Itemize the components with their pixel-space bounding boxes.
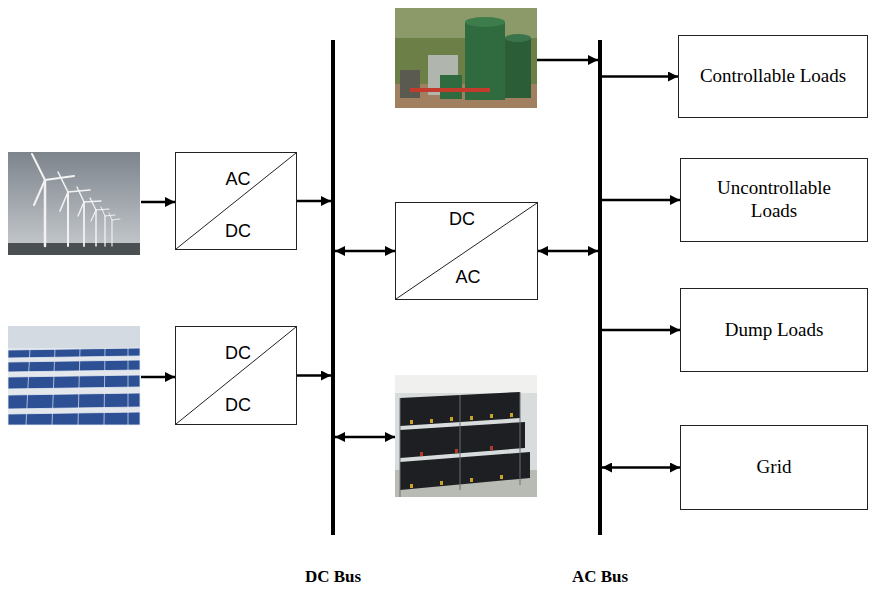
converter-label: DC <box>225 343 251 364</box>
power-flow-arrow <box>602 199 680 202</box>
converter-label: DC <box>225 395 251 416</box>
power-flow-arrow <box>538 250 598 253</box>
solar-arrow <box>141 376 175 379</box>
load-box: Dump Loads <box>680 288 868 372</box>
converter-label: AC <box>455 267 480 288</box>
biogas-arrow <box>537 59 598 62</box>
bus-bar: AC Bus <box>598 40 602 535</box>
converter-box: DC DC <box>175 326 297 425</box>
battery-arrow <box>335 436 395 439</box>
box-label: Uncontrollable Loads <box>704 177 844 223</box>
converter-box: DC AC <box>395 202 538 300</box>
converter-label: DC <box>449 209 475 230</box>
power-flow-arrow <box>602 75 678 78</box>
wind-arrow <box>141 201 175 204</box>
box-label: Grid <box>757 456 792 479</box>
power-flow-arrow <box>602 466 680 469</box>
power-flow-arrow <box>602 329 680 332</box>
box-label: Dump Loads <box>725 319 824 342</box>
biogas-plant-photo <box>395 8 537 108</box>
converter-box: AC DC <box>175 152 297 250</box>
bus-label: AC Bus <box>572 567 628 587</box>
bus-label: DC Bus <box>305 567 361 587</box>
power-flow-arrow <box>297 200 331 203</box>
battery-bank-photo <box>395 375 537 497</box>
power-flow-arrow <box>335 250 395 253</box>
load-box: Uncontrollable Loads <box>680 158 868 242</box>
bus-bar: DC Bus <box>331 40 335 535</box>
load-box: Grid <box>680 425 868 510</box>
wind-turbine-photo <box>8 152 140 255</box>
power-flow-arrow <box>297 374 331 377</box>
box-label: Controllable Loads <box>700 65 846 88</box>
load-box: Controllable Loads <box>678 35 868 118</box>
solar-panel-photo <box>8 326 140 425</box>
converter-label: DC <box>225 221 251 242</box>
converter-label: AC <box>225 169 250 190</box>
